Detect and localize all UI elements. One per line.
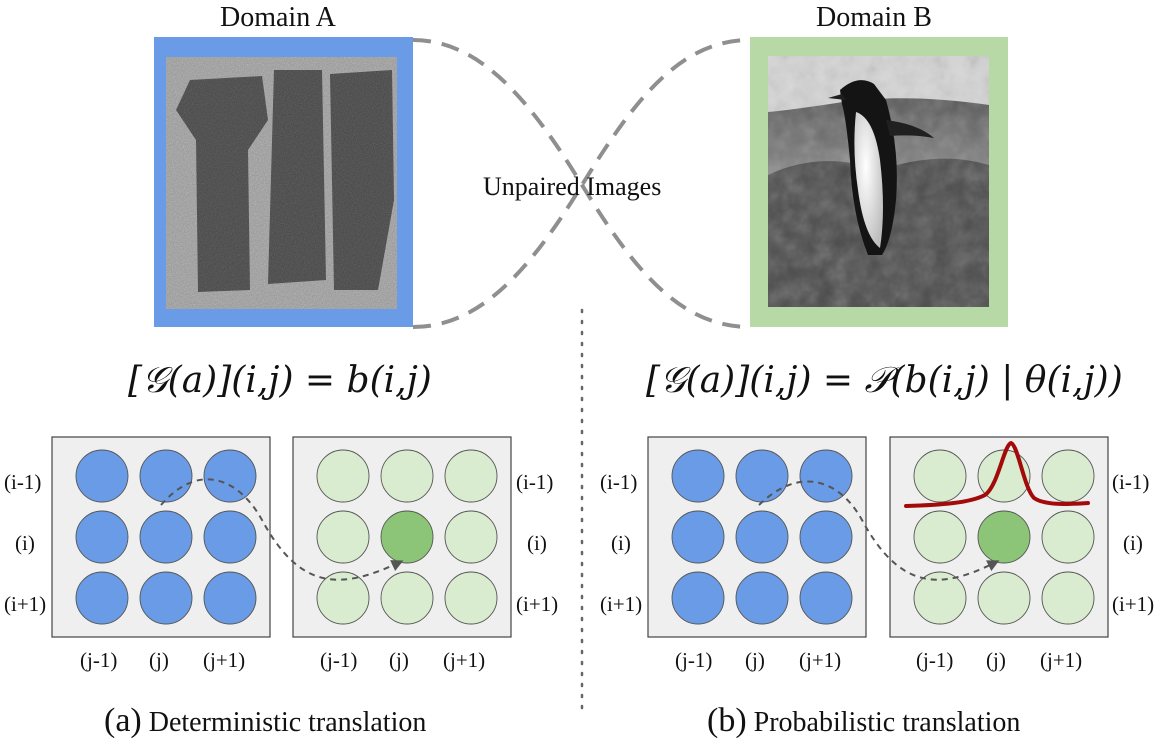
target-pixel-circle (1041, 571, 1095, 625)
target-pixel-circle (444, 510, 498, 564)
row-label-i-plus-1: (i+1) (516, 592, 559, 616)
source-pixel-circle (735, 510, 789, 564)
row-label-i: (i) (15, 531, 35, 555)
unpaired-connector (412, 38, 751, 329)
source-pixel-circle (799, 510, 853, 564)
target-pixel-circle (913, 571, 967, 625)
col-label-j: (j) (986, 648, 1006, 672)
row-label-i: (i) (611, 531, 631, 555)
row-label-i-plus-1: (i+1) (1112, 592, 1155, 616)
target-pixel-circle (380, 571, 434, 625)
source-pixel-circle (735, 571, 789, 625)
caption-b-text: Probabilistic translation (753, 707, 1021, 738)
caption-deterministic: (a) Deterministic translation (104, 702, 426, 740)
target-pixel-circle (977, 571, 1031, 625)
target-pixel-circle (316, 510, 370, 564)
caption-b-letter: (b) (707, 702, 747, 739)
row-label-i: (i) (1123, 531, 1143, 555)
deterministic-source-grid (51, 436, 271, 638)
source-pixel-circle (75, 571, 129, 625)
target-pixel-circle (380, 449, 434, 503)
source-pixel-circle (203, 571, 257, 625)
target-pixel-circle (913, 449, 967, 503)
source-pixel-circle (671, 449, 725, 503)
row-label-i-minus-1: (i-1) (600, 470, 638, 494)
source-pixel-circle (139, 510, 193, 564)
probabilistic-source-grid (647, 436, 867, 638)
source-pixel-circle (75, 510, 129, 564)
domain-b-title: Domain B (816, 2, 932, 33)
formula-probabilistic: [𝒢(a)](i,j) = 𝒫(b(i,j) | θ(i,j)) (646, 360, 1123, 401)
domain-b-image (750, 37, 1008, 327)
source-pixel-circle (735, 449, 789, 503)
source-pixel-circle (139, 571, 193, 625)
row-label-i-minus-1: (i-1) (1112, 470, 1150, 494)
col-label-j-minus-1: (j-1) (916, 648, 954, 672)
source-pixel-circle (799, 571, 853, 625)
deterministic-mapping-arrow (160, 478, 404, 581)
source-pixel-circle (799, 449, 853, 503)
row-label-i-minus-1: (i-1) (4, 470, 42, 494)
source-pixel-circle (203, 510, 257, 564)
source-pixel-circle (139, 449, 193, 503)
unpaired-images-label: Unpaired Images (483, 172, 662, 201)
target-pixel-highlight (977, 510, 1031, 564)
target-pixel-circle (444, 571, 498, 625)
source-pixel-circle (203, 449, 257, 503)
caption-probabilistic: (b) Probabilistic translation (707, 702, 1020, 740)
target-pixel-circle (913, 510, 967, 564)
domain-a-title: Domain A (220, 2, 336, 33)
row-label-i-minus-1: (i-1) (516, 470, 554, 494)
col-label-j-plus-1: (j+1) (799, 648, 842, 672)
deterministic-target-grid (292, 436, 512, 638)
row-label-i-plus-1: (i+1) (600, 592, 643, 616)
domain-a-image (154, 37, 413, 327)
col-label-j-plus-1: (j+1) (443, 648, 486, 672)
target-pixel-circle (1041, 510, 1095, 564)
target-pixel-highlight (380, 510, 434, 564)
row-label-i-plus-1: (i+1) (4, 592, 47, 616)
formula-deterministic: [𝒢(a)](i,j) = b(i,j) (128, 360, 432, 401)
col-label-j-plus-1: (j+1) (1040, 648, 1083, 672)
probabilistic-mapping-arrow (758, 480, 1000, 581)
target-pixel-circle (444, 449, 498, 503)
target-pixel-circle (1041, 449, 1095, 503)
col-label-j-minus-1: (j-1) (675, 648, 713, 672)
target-pixel-circle (316, 449, 370, 503)
col-label-j-minus-1: (j-1) (320, 648, 358, 672)
col-label-j: (j) (149, 648, 169, 672)
source-pixel-circle (671, 571, 725, 625)
col-label-j-minus-1: (j-1) (80, 648, 118, 672)
col-label-j-plus-1: (j+1) (203, 648, 246, 672)
penguin (828, 80, 934, 256)
row-label-i: (i) (527, 531, 547, 555)
caption-a-text: Deterministic translation (148, 707, 427, 738)
col-label-j: (j) (745, 648, 765, 672)
caption-a-letter: (a) (104, 702, 142, 739)
source-pixel-circle (671, 510, 725, 564)
target-pixel-circle (316, 571, 370, 625)
source-pixel-circle (75, 449, 129, 503)
col-label-j: (j) (389, 648, 409, 672)
probability-distribution-curve (904, 440, 1090, 508)
